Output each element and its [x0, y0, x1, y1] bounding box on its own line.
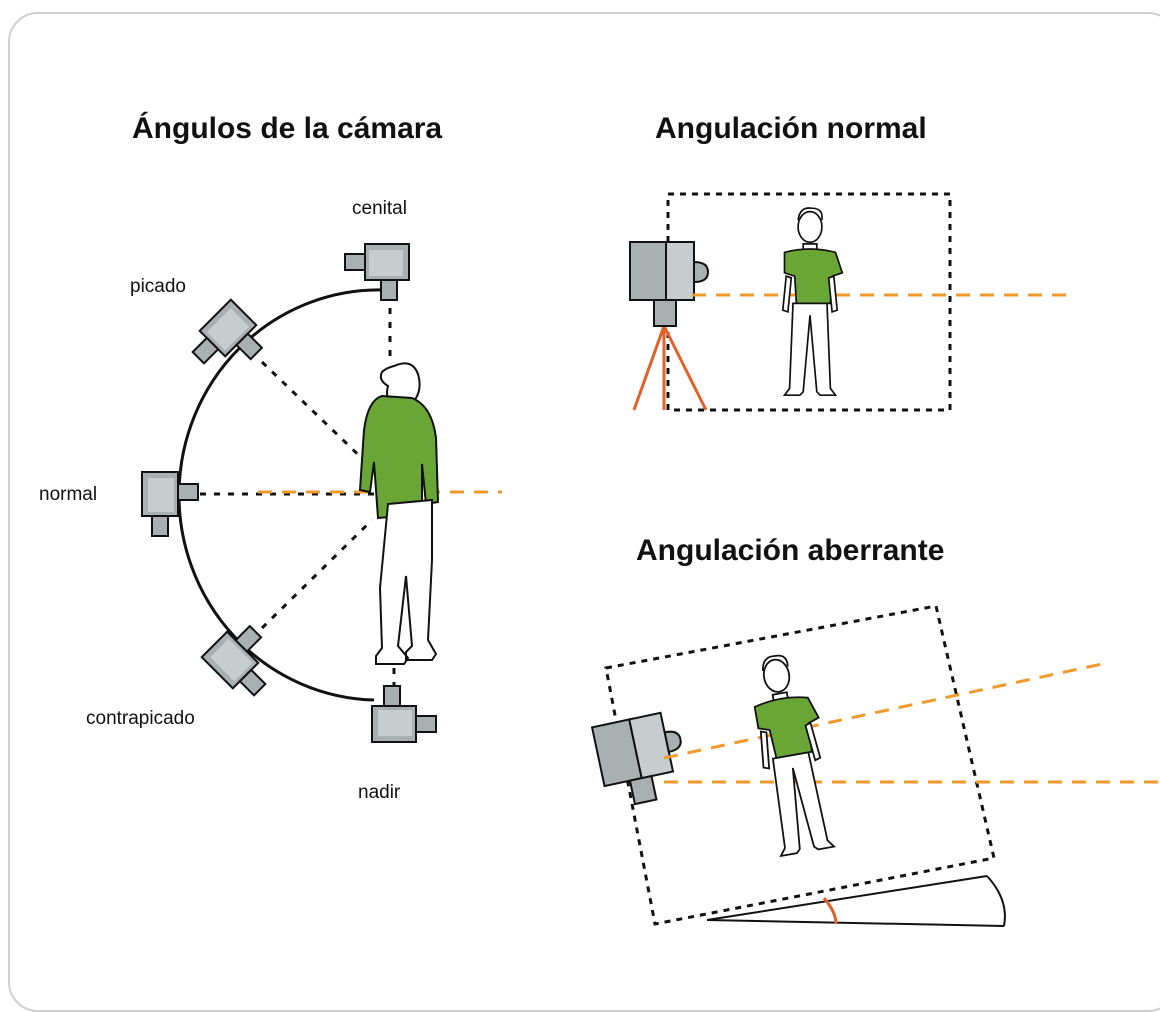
tilt-angle-mark — [822, 897, 838, 925]
title-normal-angle: Angulación normal — [655, 112, 927, 145]
person-front-normal — [781, 207, 844, 397]
camera-nadir — [371, 685, 437, 743]
title-camera-angles: Ángulos de la cámara — [132, 112, 443, 145]
title-aberrant-angle: Angulación aberrante — [636, 534, 945, 567]
tilt-wedge — [706, 875, 1006, 927]
camera-picado — [184, 298, 272, 386]
person-side-view — [359, 362, 439, 665]
person-front-aberrant — [743, 649, 843, 858]
camera-front-normal — [629, 241, 710, 327]
figure-card — [8, 12, 1160, 1012]
camera-normal — [141, 471, 199, 537]
sightline-tilted — [663, 662, 1103, 760]
tripod — [632, 325, 708, 411]
camera-tilted — [590, 711, 682, 806]
sight-lines-left — [200, 308, 396, 690]
camera-contrapicado — [200, 616, 288, 704]
label-nadir: nadir — [358, 782, 401, 803]
label-cenital: cenital — [352, 198, 407, 219]
label-contrapicado: contrapicado — [86, 708, 195, 729]
label-picado: picado — [130, 276, 186, 297]
label-normal: normal — [39, 484, 98, 505]
